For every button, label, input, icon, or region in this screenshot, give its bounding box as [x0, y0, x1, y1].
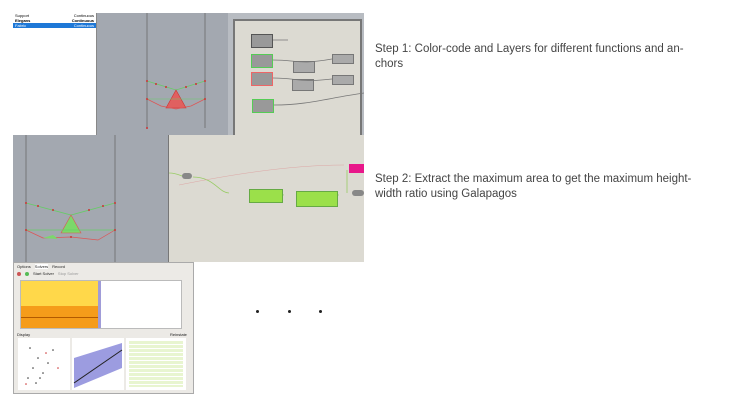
gh-component[interactable] [251, 72, 273, 86]
grasshopper-canvas-2[interactable] [168, 135, 364, 262]
parallel-coordinates [72, 338, 124, 390]
galapagos-tabs: Options Solvers Record [17, 264, 65, 269]
display-label: Display [17, 332, 31, 337]
reinstate-button[interactable]: Reinstate [170, 332, 187, 337]
tab-solvers[interactable]: Solvers [34, 264, 49, 269]
stop-solver-button[interactable]: Stop Solver [57, 271, 79, 276]
galapagos-component[interactable] [349, 164, 364, 173]
genome-list[interactable] [126, 338, 186, 390]
genome-map [18, 338, 70, 390]
gh-component-area[interactable] [249, 189, 283, 203]
gh-component[interactable] [251, 34, 273, 48]
fitness-graph [20, 280, 182, 329]
gh-component[interactable] [252, 99, 274, 113]
gh-param[interactable] [352, 190, 364, 196]
galapagos-window: Options Solvers Record Start Solver Stop… [13, 262, 194, 394]
start-solver-button[interactable]: Start Solver [33, 271, 54, 276]
gh-param[interactable] [182, 173, 192, 179]
tab-options[interactable]: Options [17, 264, 31, 269]
gh-component-deconstruct[interactable] [296, 191, 338, 207]
ellipsis-dot [256, 310, 259, 313]
step2-text: Step 2: Extract the maximum area to get … [375, 173, 692, 200]
step1-text: Step 1: Color-code and Layers for differ… [375, 43, 684, 70]
refresh-icon[interactable] [25, 271, 29, 276]
tab-record[interactable]: Record [52, 264, 66, 269]
ellipsis-dot [319, 310, 322, 313]
step2-screenshot [13, 135, 364, 262]
ellipsis-dot [288, 310, 291, 313]
grasshopper-canvas-1[interactable] [228, 13, 364, 135]
rhino-viewport-2[interactable] [13, 135, 168, 262]
rhino-viewport-1[interactable] [96, 13, 228, 135]
reset-icon[interactable] [17, 271, 21, 276]
gh-component[interactable] [251, 54, 273, 68]
